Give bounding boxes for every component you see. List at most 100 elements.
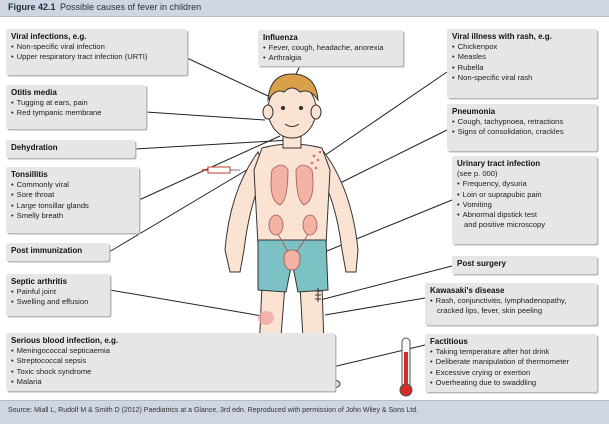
hair — [267, 73, 319, 102]
box-items: Cough, tachypnoea, retractions Signs of … — [452, 117, 592, 138]
box-items: Commonly viral Sore throat Large tonsill… — [11, 180, 134, 221]
figure-label: Figure 42.1 — [8, 2, 56, 12]
box-items: Rash, conjunctivitis, lymphadenopathy, c… — [430, 296, 592, 317]
box-title: Urinary tract infection — [457, 159, 541, 168]
box-title: Influenza — [263, 33, 298, 42]
box-items: Painful joint Swelling and effusion — [11, 287, 105, 308]
box-item: Non-specific viral rash — [452, 73, 592, 83]
right-ureter — [295, 233, 309, 253]
box-item: Painful joint — [11, 287, 105, 297]
box-item: Rubella — [452, 63, 592, 73]
thermometer-bulb — [399, 383, 413, 397]
box-item: Abnormal dipstick test — [457, 210, 592, 220]
box-title: Tonsillitis — [11, 170, 48, 179]
mouth — [284, 123, 300, 127]
box-post-surgery: Post surgery — [452, 256, 597, 274]
leader-viral-infections — [186, 57, 269, 97]
leader-kawasaki — [324, 297, 426, 316]
rash-spot — [318, 150, 322, 154]
surgical-scar — [315, 288, 321, 302]
box-item: Measles — [452, 52, 592, 62]
box-title: Viral illness with rash, e.g. — [452, 32, 552, 41]
box-otitis-media: Otitis media Tugging at ears, pain Red t… — [6, 85, 146, 129]
box-viral-infections: Viral infections, e.g. Non-specific vira… — [6, 29, 187, 75]
leader-post-immunization — [108, 167, 251, 253]
figure-title: Possible causes of fever in children — [60, 2, 202, 12]
box-item: Arthralgia — [263, 53, 398, 63]
box-title: Septic arthritis — [11, 277, 68, 286]
left-ureter — [277, 233, 289, 253]
swollen-knee — [258, 311, 274, 325]
box-item: Frequency, dysuria — [457, 179, 592, 189]
left-eye — [280, 105, 286, 111]
box-item: Chickenpox — [452, 42, 592, 52]
figure-header: Figure 42.1 Possible causes of fever in … — [0, 0, 609, 17]
right-kidney — [302, 214, 318, 236]
box-item: Signs of consolidation, crackles — [452, 127, 592, 137]
box-urinary-tract-infection: Urinary tract infection (see p. 000) Fre… — [452, 156, 597, 244]
box-viral-illness-rash: Viral illness with rash, e.g. Chickenpox… — [447, 29, 597, 98]
box-item: Smelly breath — [11, 211, 134, 221]
box-tonsillitis: Tonsillitis Commonly viral Sore throat L… — [6, 167, 139, 233]
box-items: Fever, cough, headache, anorexia Arthral… — [263, 43, 398, 64]
box-item: Taking temperature after hot drink — [430, 347, 592, 357]
box-item: Overheating due to swaddling — [430, 378, 592, 388]
box-title: Viral infections, e.g. — [11, 32, 87, 41]
leader-septic-arthritis — [109, 289, 263, 317]
right-eye — [298, 105, 304, 111]
box-items: Meningococcal septicaemia Streptococcal … — [11, 346, 330, 387]
box-title: Pneumonia — [452, 107, 496, 116]
box-serious-blood-infection: Serious blood infection, e.g. Meningococ… — [6, 333, 335, 391]
box-item: Rash, conjunctivitis, lymphadenopathy, — [430, 296, 592, 306]
box-dehydration: Dehydration — [6, 140, 135, 158]
organs — [268, 164, 318, 271]
box-items: Chickenpox Measles Rubella Non-specific … — [452, 42, 592, 83]
box-item: Excessive crying or exertion — [430, 368, 592, 378]
ureters — [277, 233, 309, 253]
source-credit: Source: Miall L, Rudolf M & Smith D (201… — [8, 407, 419, 414]
box-item: Large tonsillar glands — [11, 201, 134, 211]
box-item: Vomiting — [457, 200, 592, 210]
syringe-icon — [202, 166, 240, 174]
box-title: Dehydration — [11, 143, 58, 152]
rash-spot — [312, 154, 316, 158]
box-kawasaki-disease: Kawasaki's disease Rash, conjunctivitis,… — [425, 283, 597, 325]
right-lung — [295, 164, 314, 206]
box-item: Non-specific viral infection — [11, 42, 182, 52]
box-item: Loin or suprapubic pain — [457, 190, 592, 200]
box-item-continuation: and positive microscopy — [464, 220, 546, 230]
box-item: Upper respiratory tract infection (URTI) — [11, 52, 182, 62]
box-post-immunization: Post immunization — [6, 243, 109, 261]
rash-spot — [314, 166, 318, 170]
thermometer-mercury — [404, 352, 408, 388]
box-pneumonia: Pneumonia Cough, tachypnoea, retractions… — [447, 104, 597, 151]
bladder — [283, 249, 301, 271]
box-items: Tugging at ears, pain Red tympanic membr… — [11, 98, 141, 119]
box-item-continuation: cracked lips, fever, skin peeling — [437, 306, 543, 316]
face — [280, 105, 304, 127]
box-item: Swelling and effusion — [11, 297, 105, 307]
left-ear — [262, 104, 274, 120]
box-item: Fever, cough, headache, anorexia — [263, 43, 398, 53]
box-influenza: Influenza Fever, cough, headache, anorex… — [258, 30, 403, 66]
box-factitious: Factitious Taking temperature after hot … — [425, 334, 597, 392]
box-title: Post immunization — [11, 246, 83, 255]
box-item: Deliberate manipulation of thermometer — [430, 357, 592, 367]
box-septic-arthritis: Septic arthritis Painful joint Swelling … — [6, 274, 110, 316]
box-title: Serious blood infection, e.g. — [11, 336, 119, 345]
left-kidney — [268, 214, 284, 236]
rash-spot — [316, 158, 320, 162]
box-item: Meningococcal septicaemia — [11, 346, 330, 356]
syringe-barrel — [207, 166, 231, 174]
box-title: Otitis media — [11, 88, 57, 97]
box-item: Red tympanic membrane — [11, 108, 141, 118]
box-item: Malaria — [11, 377, 330, 387]
leader-dehydration — [134, 139, 291, 150]
box-items: Non-specific viral infection Upper respi… — [11, 42, 182, 63]
leader-post-surgery — [319, 265, 453, 301]
box-item: Commonly viral — [11, 180, 134, 190]
box-items: Frequency, dysuria Loin or suprapubic pa… — [457, 179, 592, 230]
box-item: Tugging at ears, pain — [11, 98, 141, 108]
box-items: Taking temperature after hot drink Delib… — [430, 347, 592, 388]
